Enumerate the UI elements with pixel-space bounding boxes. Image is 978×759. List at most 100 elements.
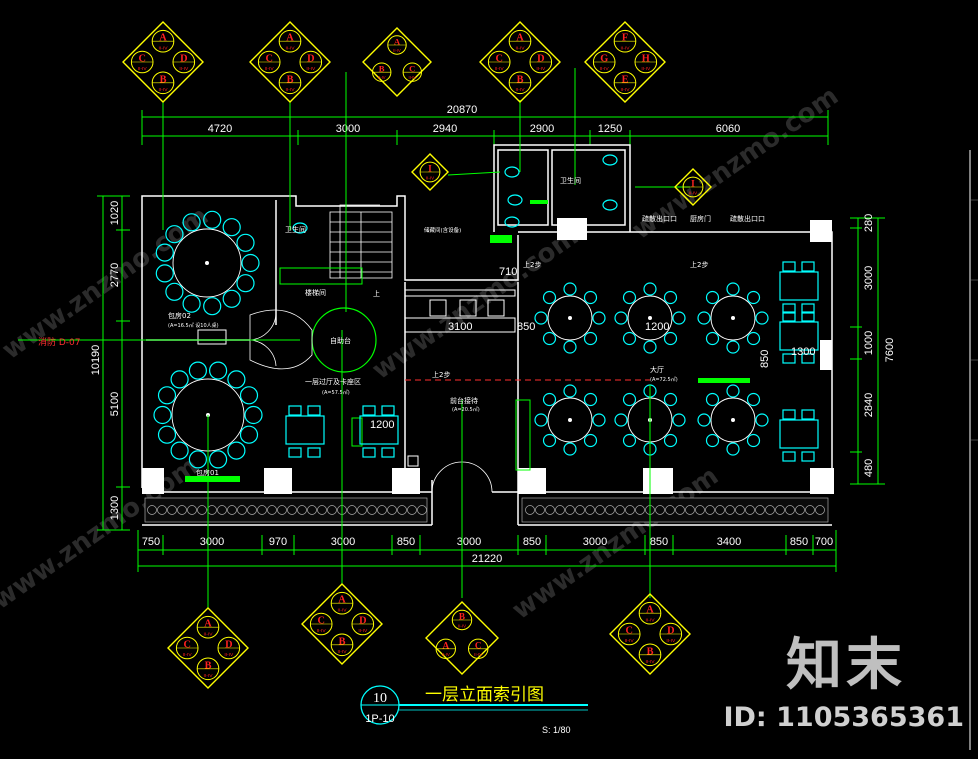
marker-letter: C — [625, 626, 632, 637]
toilet-fixture-3 — [504, 216, 520, 228]
marker-letter: A — [516, 33, 524, 44]
label-stair-area: 楼梯间 — [305, 288, 326, 297]
dim-inner-4: 1300 — [791, 346, 815, 358]
round-table-large-1 — [155, 210, 260, 316]
marker-letter: I — [428, 165, 432, 175]
round-table-hall-6 — [697, 384, 769, 456]
label-private-room-02-note: (A=16.5㎡ 设10人桌) — [168, 322, 219, 329]
elevation-marker-m10: III-IV — [411, 153, 449, 191]
dim-inner-6: 1200 — [370, 419, 394, 431]
marker-letter: C — [409, 64, 415, 74]
marker-letter: C — [317, 616, 324, 627]
marker-sub: II-IV — [393, 48, 401, 53]
dim-top-3: 2940 — [433, 123, 457, 135]
watermark-url-4: www.znzmo.com — [0, 451, 204, 616]
dim-inner-3: 1200 — [645, 321, 669, 333]
elevation-marker-m11: III-IV — [674, 168, 712, 206]
dim-bot-8: 3000 — [583, 536, 607, 548]
label-hall: 大厅 — [650, 365, 664, 374]
marker-letter: H — [642, 54, 650, 65]
marker-letter: D — [225, 640, 232, 651]
dim-bot-7: 850 — [523, 536, 541, 548]
dim-bot-11: 850 — [790, 536, 808, 548]
marker-letter: A — [394, 37, 401, 47]
dim-top-total: 20870 — [447, 104, 478, 116]
dim-inner-7: 710 — [499, 266, 517, 278]
marker-sub: II-IV — [625, 638, 635, 644]
round-table-large-2 — [153, 361, 263, 469]
marker-letter: A — [442, 640, 449, 650]
dim-bot-9: 850 — [650, 536, 668, 548]
dim-bot-2: 3000 — [200, 536, 224, 548]
marker-sub: II-IV — [516, 45, 526, 51]
drawing-title: 一层立面索引图 — [425, 685, 544, 705]
marker-sub: II-IV — [426, 175, 434, 180]
dim-left-total: 10190 — [90, 345, 102, 376]
marker-sub: II-IV — [306, 66, 316, 72]
watermark-id: ID: 1105365361 — [723, 702, 964, 733]
dim-top-5: 1250 — [598, 123, 622, 135]
marker-sub: II-IV — [159, 45, 169, 51]
furniture-layer — [153, 154, 819, 469]
drawing-scale: S: 1/80 — [542, 725, 571, 735]
label-up-2-a: 上2步 — [432, 370, 450, 379]
label-door-exit-2: 疏散出口口 — [730, 214, 765, 223]
marker-letter: B — [379, 64, 385, 74]
toilet-fixture-1 — [504, 166, 520, 178]
marker-letter: I — [691, 180, 695, 190]
marker-sub: II-IV — [474, 652, 482, 657]
marker-sub: II-IV — [689, 190, 697, 195]
marker-sub: II-IV — [159, 87, 169, 93]
round-table-hall-3 — [697, 282, 769, 354]
marker-sub: II-IV — [458, 623, 466, 628]
dim-inner-2: 850 — [517, 321, 535, 333]
marker-sub: II-IV — [495, 66, 505, 72]
dim-right-total: 7600 — [884, 338, 896, 362]
marker-sub: II-IV — [338, 607, 348, 613]
marker-sub: II-IV — [286, 87, 296, 93]
marker-letter: B — [339, 636, 346, 647]
toilet-fixture-5 — [602, 199, 618, 211]
table-set-lobby-1 — [285, 405, 325, 458]
marker-letter: G — [600, 54, 608, 65]
marker-letter: B — [517, 74, 524, 85]
marker-sub: II-IV — [442, 652, 450, 657]
marker-letter: D — [667, 626, 674, 637]
marker-sub: II-IV — [183, 652, 193, 658]
dim-top-2: 3000 — [336, 123, 360, 135]
marker-sub: II-IV — [536, 66, 546, 72]
dim-right-3: 1000 — [863, 331, 875, 355]
dim-right-1: 280 — [863, 214, 875, 232]
marker-letter: C — [495, 54, 502, 65]
elevation-index-markers: AII-IVCII-IVDII-IVBII-IVAII-IVCII-IVDII-… — [122, 21, 712, 689]
marker-sub: II-IV — [621, 45, 631, 51]
dim-bot-4: 3000 — [331, 536, 355, 548]
dim-right-5: 480 — [863, 459, 875, 477]
marker-letter: F — [622, 33, 628, 44]
marker-sub: II-IV — [286, 45, 296, 51]
label-up-2-c: 上2步 — [690, 260, 708, 269]
label-toilet-a: 卫生间 — [285, 225, 306, 234]
marker-sub: II-IV — [516, 87, 526, 93]
round-table-hall-2 — [614, 282, 686, 354]
marker-sub: II-IV — [621, 87, 631, 93]
dim-right-2: 3000 — [863, 266, 875, 290]
label-door-exit-1: 疏散出口口 — [642, 214, 677, 223]
marker-letter: A — [338, 595, 346, 606]
label-reception: 前台接待 — [450, 396, 478, 405]
marker-letter: B — [459, 612, 465, 622]
label-reserved: 储藏间(含设备) — [424, 226, 461, 234]
dim-bot-12: 700 — [815, 536, 833, 548]
marker-letter: D — [359, 616, 366, 627]
marker-sub: II-IV — [646, 617, 656, 623]
marker-sub: II-IV — [179, 66, 189, 72]
table-set-lobby-2 — [359, 405, 399, 458]
label-up-2-b: 上2步 — [523, 260, 541, 269]
marker-letter: B — [160, 74, 167, 85]
